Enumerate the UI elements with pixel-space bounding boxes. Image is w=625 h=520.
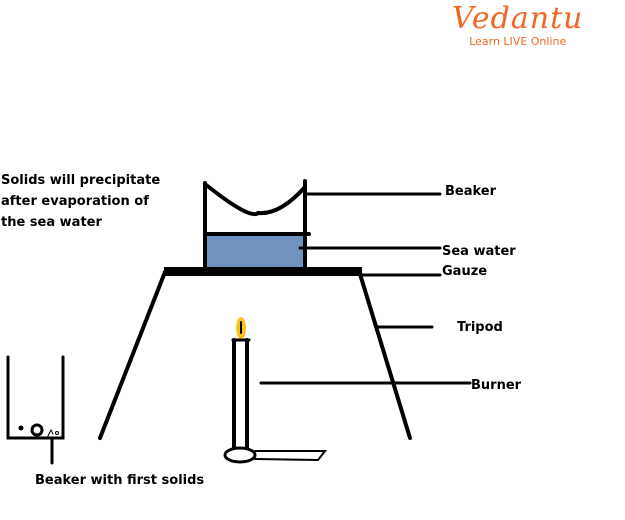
beaker xyxy=(203,179,311,272)
burner xyxy=(223,317,328,464)
label-tripod: Tripod xyxy=(457,320,503,335)
gauze xyxy=(164,267,362,276)
logo-tagline: Learn LIVE Online xyxy=(469,35,567,48)
small-beaker xyxy=(6,355,65,465)
label-burner: Burner xyxy=(471,378,522,393)
vedantu-logo: Vedantu Learn LIVE Online xyxy=(452,2,583,48)
note-line: Solids will precipitate xyxy=(1,173,161,188)
note-line: after evaporation of xyxy=(1,194,149,209)
label-beaker: Beaker xyxy=(445,184,497,199)
note-line: the sea water xyxy=(1,215,102,230)
precipitate-note: Solids will precipitate after evaporatio… xyxy=(1,170,160,233)
label-small-beaker: Beaker with first solids xyxy=(35,473,205,488)
sea-water xyxy=(207,235,304,268)
label-sea-water: Sea water xyxy=(442,244,516,259)
logo-name: Vedantu xyxy=(452,1,584,36)
tripod xyxy=(98,270,412,440)
label-gauze: Gauze xyxy=(442,264,488,279)
